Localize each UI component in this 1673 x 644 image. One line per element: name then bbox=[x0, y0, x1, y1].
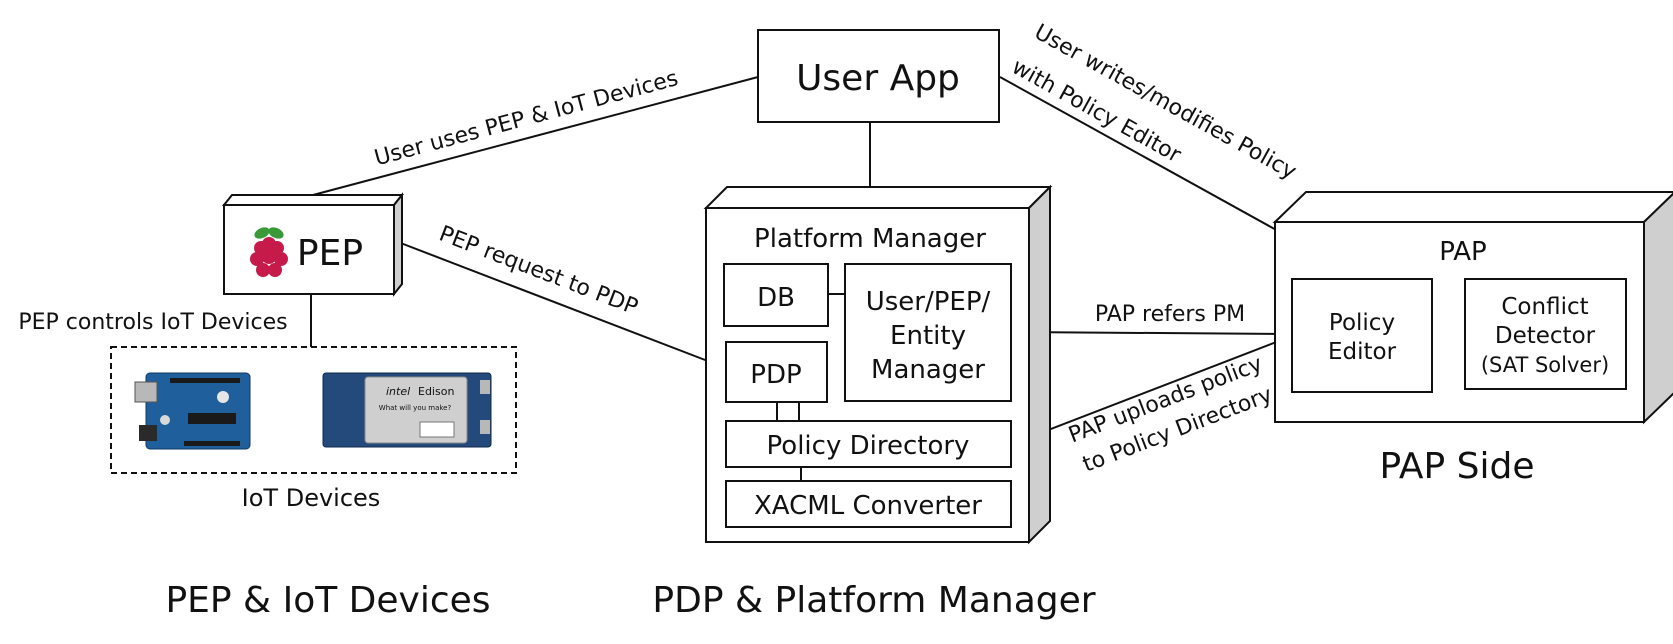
section-right-caption: PAP Side bbox=[1379, 446, 1534, 487]
edge-pap-refers-line bbox=[1011, 331, 1293, 335]
section-left-caption: PEP & IoT Devices bbox=[165, 580, 490, 621]
pap-title: PAP bbox=[1439, 237, 1486, 267]
conflict-detector-box bbox=[1464, 278, 1627, 390]
edison-brand-1: intel bbox=[386, 385, 410, 398]
conflict-detector-line-2: Detector bbox=[1495, 323, 1596, 349]
edge-pep-request-line bbox=[397, 241, 727, 369]
policy-editor-line-1: Policy bbox=[1329, 310, 1395, 336]
policy-directory-label: Policy Directory bbox=[767, 431, 970, 461]
iot-devices-label: IoT Devices bbox=[242, 484, 381, 512]
xacml-converter-box bbox=[725, 480, 1012, 528]
entity-manager-line-3: Manager bbox=[871, 355, 985, 385]
pep-box-top bbox=[221, 194, 405, 206]
policy-editor-box bbox=[1291, 278, 1433, 393]
edge-pep-controls-label: PEP controls IoT Devices bbox=[18, 310, 287, 335]
edge-user-uses-label: User uses PEP & IoT Devices bbox=[372, 66, 681, 171]
policy-editor-line-2: Editor bbox=[1328, 339, 1397, 365]
conflict-detector-line-1: Conflict bbox=[1501, 294, 1588, 320]
section-middle-caption: PDP & Platform Manager bbox=[652, 580, 1095, 621]
raspberry-icon bbox=[250, 227, 288, 277]
user-app-box bbox=[757, 29, 1000, 123]
pap-top bbox=[1272, 191, 1673, 223]
pep-box bbox=[223, 204, 395, 295]
platform-manager-side bbox=[1028, 184, 1051, 545]
edge-user-uses-line bbox=[312, 76, 759, 196]
pdp-label: PDP bbox=[750, 360, 801, 390]
platform-manager-title: Platform Manager bbox=[754, 224, 986, 254]
pep-box-side bbox=[393, 192, 403, 297]
conflict-detector-line-3: (SAT Solver) bbox=[1481, 353, 1609, 377]
pap-side bbox=[1643, 192, 1673, 425]
edison-board-icon: intel Edison What will you make? bbox=[322, 372, 492, 448]
entity-manager-line-2: Entity bbox=[890, 321, 966, 351]
pdp-box bbox=[725, 341, 828, 403]
db-box bbox=[723, 263, 829, 327]
platform-manager-top bbox=[703, 186, 1053, 209]
edison-brand-2: Edison bbox=[418, 385, 454, 398]
edge-pap-refers-label: PAP refers PM bbox=[1095, 302, 1245, 327]
edge-pep-request-label: PEP request to PDP bbox=[436, 222, 642, 321]
user-app-label: User App bbox=[796, 58, 960, 99]
edison-tagline: What will you make? bbox=[379, 404, 452, 412]
entity-manager-line-1: User/PEP/ bbox=[866, 287, 991, 317]
entity-manager-box bbox=[844, 263, 1012, 402]
policy-directory-box bbox=[725, 420, 1012, 468]
xacml-converter-label: XACML Converter bbox=[754, 491, 982, 521]
iot-devices-group bbox=[110, 346, 517, 474]
arduino-board-icon bbox=[134, 372, 251, 450]
edge-pap-uploads-line bbox=[1011, 335, 1293, 445]
pep-label: PEP bbox=[297, 233, 363, 274]
db-label: DB bbox=[757, 283, 795, 313]
